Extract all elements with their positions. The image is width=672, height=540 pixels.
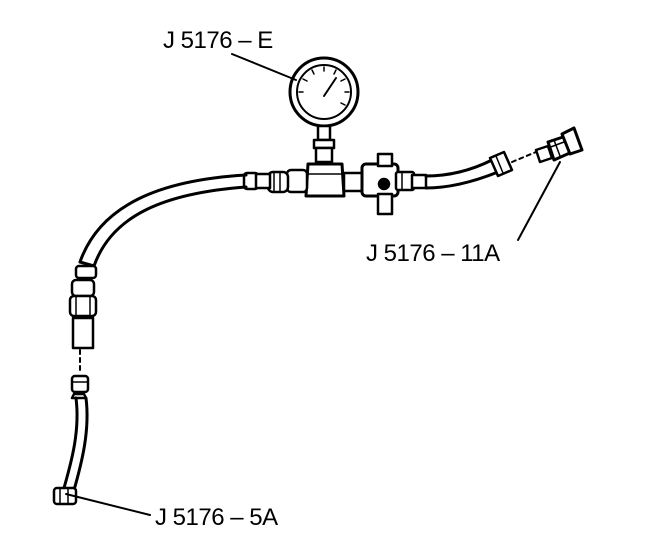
pressure-gauge <box>288 56 360 164</box>
tee-fitting <box>304 162 346 198</box>
adapter-fitting <box>534 126 584 164</box>
connection-dashed-line-right <box>511 151 537 163</box>
right-hose-fitting <box>488 150 514 178</box>
hose-label: J 5176 – 5A <box>155 504 278 531</box>
gauge-dial-ticks <box>298 66 350 106</box>
leader-line-hose <box>65 493 151 516</box>
gauge-needle <box>323 77 337 97</box>
gauge-label: J 5176 – E <box>163 27 273 54</box>
hose-end-fittings <box>68 264 98 350</box>
leader-line-gauge <box>231 53 297 81</box>
lower-hose-assembly <box>52 374 90 506</box>
shutoff-valve <box>342 152 428 216</box>
main-hose <box>78 173 248 268</box>
tee-left-fittings <box>242 168 309 194</box>
leader-line-adapter <box>517 161 561 241</box>
right-hose <box>424 158 500 190</box>
adapter-label: J 5176 – 11A <box>366 240 500 267</box>
